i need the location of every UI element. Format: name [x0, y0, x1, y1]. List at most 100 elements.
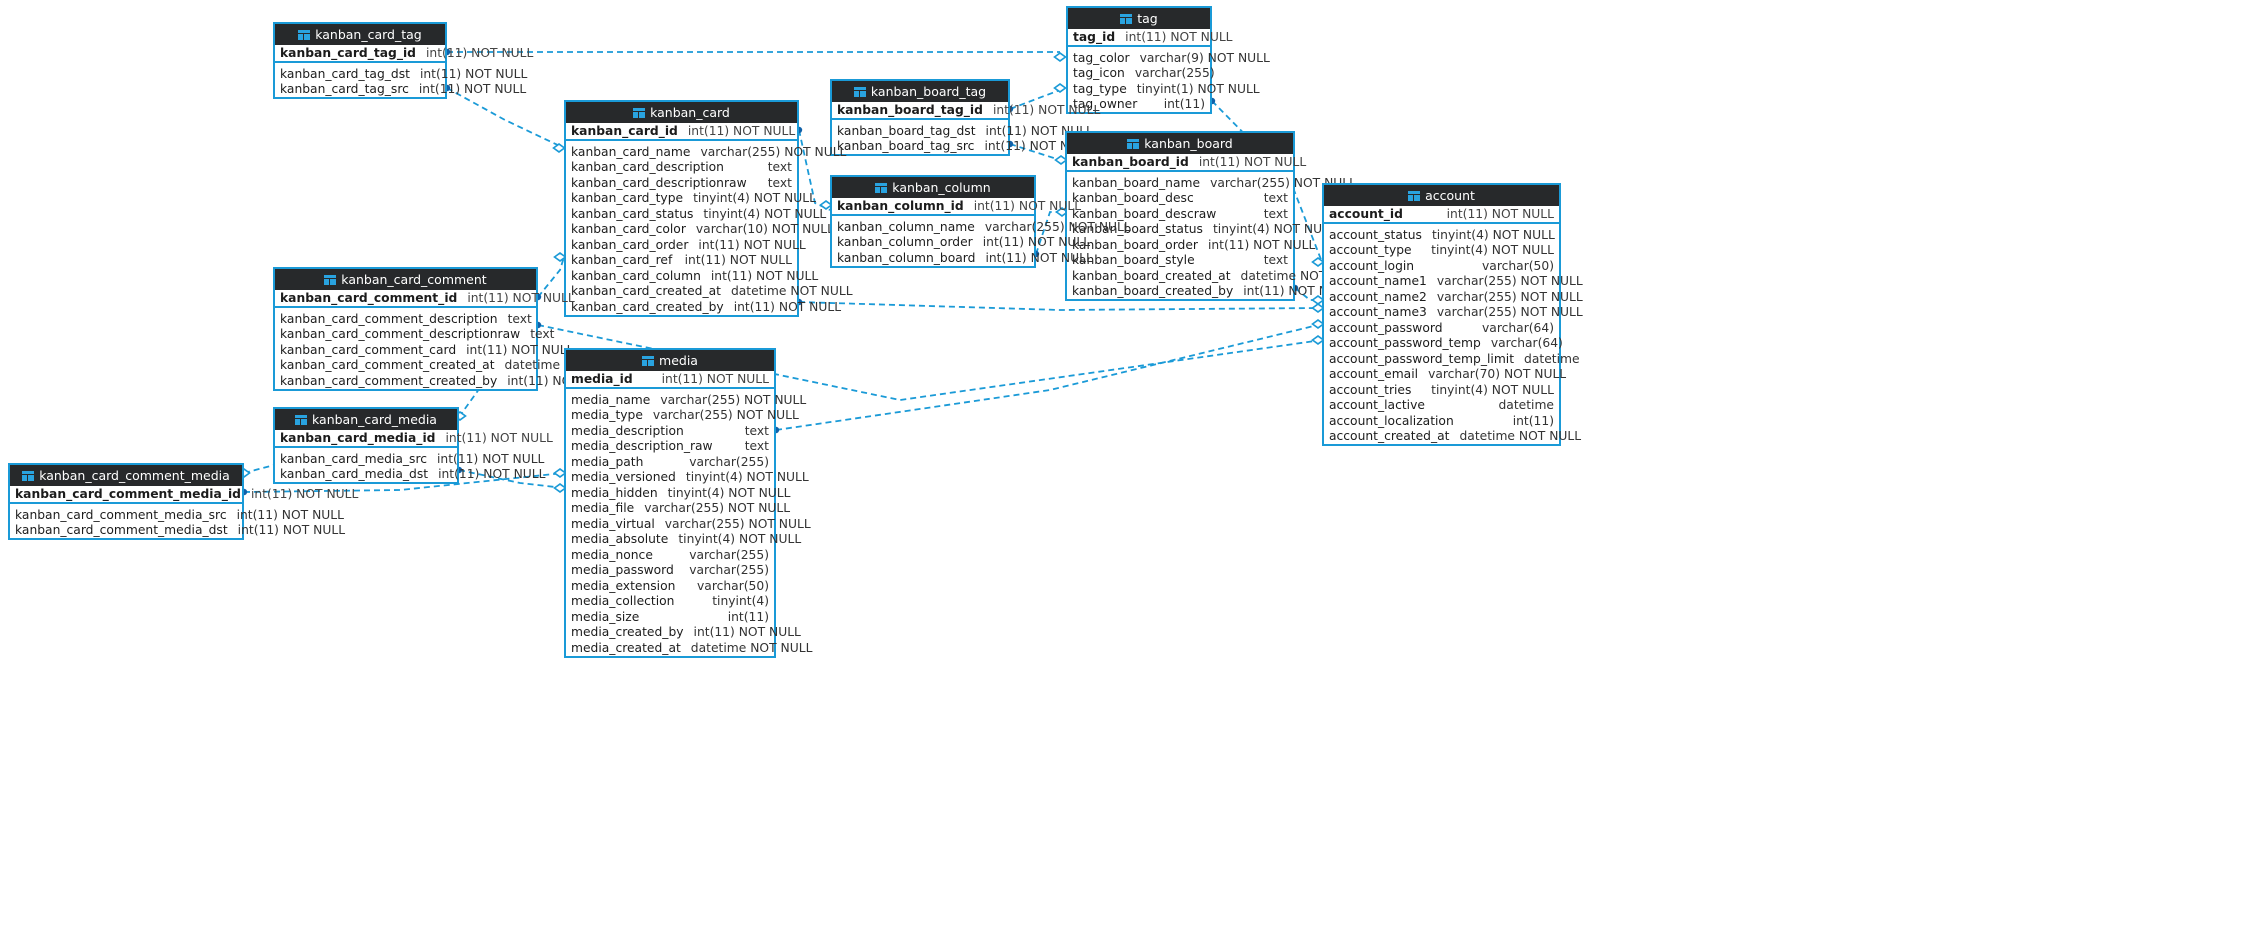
field-type: int(11) NOT NULL: [250, 487, 359, 501]
table-icon: [633, 107, 646, 118]
field-type: int(11) NOT NULL: [693, 625, 801, 640]
table-icon: [324, 274, 337, 285]
field-name: kanban_board_descraw: [1072, 206, 1217, 221]
field-name: kanban_card_comment_media_src: [15, 507, 227, 522]
field-type: tinyint(4) NOT NULL: [693, 191, 816, 206]
field-name: kanban_board_order: [1072, 237, 1198, 252]
field-name: account_name1: [1329, 274, 1427, 289]
field-type: int(11): [727, 609, 769, 624]
